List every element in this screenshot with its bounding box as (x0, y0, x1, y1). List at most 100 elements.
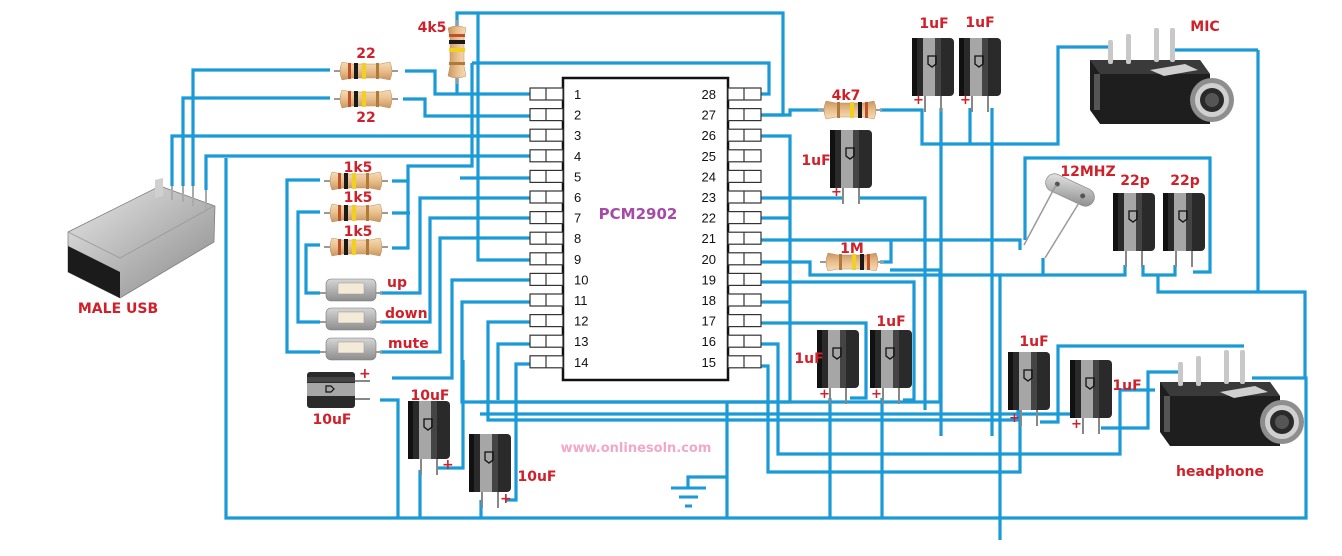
button-mute-label: mute (388, 336, 429, 352)
wire-21-1m (760, 238, 1022, 264)
capacitor-10uf-a: + 10uF (407, 388, 454, 476)
chip-pin-right-18: 18 (702, 293, 762, 308)
chip-pin-label: 17 (702, 314, 716, 329)
chip-pin-label: 23 (702, 190, 716, 205)
chip-pin-left-3: 3 (529, 128, 581, 143)
wire-19 (760, 280, 916, 402)
chip-pin-label: 3 (574, 128, 581, 143)
wire-gnd-bus-left (224, 158, 1308, 520)
resistor-22-bottom: 22 (333, 89, 399, 126)
chip-pin-label: 26 (702, 128, 716, 143)
capacitor-1uf-top-1: + 1uF (911, 16, 955, 113)
resistor-1m: 1M (819, 241, 885, 272)
resistor-22-bottom-label: 22 (356, 110, 375, 126)
capacitor-22p-a-label: 22p (1120, 173, 1150, 189)
button-up: up (319, 275, 407, 302)
capacitor-1uf-hp-1: + 1uF (1007, 334, 1051, 427)
wire-usb-pin3 (170, 134, 530, 186)
chip-pin-label: 16 (702, 334, 716, 349)
resistor-1k5-b: 1k5 (323, 190, 389, 223)
capacitor-1uf-top-2-label: 1uF (965, 15, 994, 31)
chip-pin-label: 10 (574, 272, 588, 287)
capacitor-1uf-top-2: + 1uF (958, 15, 1002, 113)
crystal-12mhz: 12MHZ (1023, 164, 1116, 259)
wire-10uf-a-plus (438, 360, 465, 470)
chip-pin-label: 12 (574, 314, 588, 329)
chip-pin-label: 6 (574, 190, 581, 205)
wire-28 (472, 61, 771, 96)
chip-pin-label: 11 (574, 293, 588, 308)
chip-pin-left-14: 14 (529, 355, 588, 370)
chip-pin-label: 4 (574, 149, 581, 164)
chip-pin-label: 9 (574, 252, 581, 267)
resistor-4k5: 4k5 (418, 19, 467, 85)
chip-pin-left-11: 11 (529, 293, 588, 308)
wire-1k5-right (392, 179, 410, 250)
chip-pin-right-23: 23 (702, 190, 762, 205)
wire-472-down (406, 63, 474, 182)
button-up-label: up (387, 275, 407, 291)
chip-pin-right-26: 26 (702, 128, 762, 143)
chip-pin-label: 8 (574, 231, 581, 246)
wire-1uf-mid-neg (860, 196, 927, 410)
resistor-22-top: 22 (333, 46, 399, 81)
resistor-1m-label: 1M (840, 241, 864, 257)
resistor-22-top-label: 22 (356, 46, 375, 62)
resistor-4k5-label: 4k5 (418, 20, 447, 36)
chip-pin-label: 25 (702, 149, 716, 164)
ground-icon (671, 486, 706, 508)
wire-16 (760, 342, 1155, 456)
button-mute: mute (319, 336, 429, 361)
chip-pin-label: 27 (702, 108, 716, 123)
capacitor-10uf-b: + 10uF (468, 433, 557, 509)
chip-pin-left-7: 7 (529, 211, 581, 226)
wire-22p-to-hp (1156, 48, 1307, 378)
capacitor-10uf-horizontal: + 10uF (307, 366, 371, 428)
chip-pin-right-28: 28 (702, 87, 762, 102)
wire-down-pin7 (380, 216, 530, 324)
wire-up-pin6 (380, 196, 530, 295)
capacitor-1uf-hp-2: + 1uF (1069, 359, 1142, 435)
resistor-1k5-b-label: 1k5 (344, 190, 373, 206)
chip-pin-left-1: 1 (529, 87, 581, 102)
resistor-1k5-c-label: 1k5 (344, 224, 373, 240)
chip-name-label: PCM2902 (599, 205, 678, 223)
wire-27-4k7 (760, 108, 830, 117)
wire-22b-pin2 (403, 97, 530, 118)
button-down: down (319, 306, 428, 331)
usb-connector: MALE USB (16, 178, 216, 317)
crystal-label: 12MHZ (1060, 164, 1115, 180)
capacitor-1uf-hp-2-label: 1uF (1112, 378, 1141, 394)
chip-pin-label: 18 (702, 293, 716, 308)
capacitor-1uf-hp-1-label: 1uF (1019, 334, 1048, 350)
chip-pin-right-21: 21 (702, 231, 762, 246)
chip-pin-right-15: 15 (702, 355, 762, 370)
capacitor-22p-b: 22p (1162, 173, 1206, 268)
chip-pin-label: 20 (702, 252, 716, 267)
chip-pin-left-12: 12 (529, 314, 588, 329)
chip-pin-label: 19 (702, 272, 716, 287)
chip-pin-label: 5 (574, 169, 581, 184)
chip-pin-right-19: 19 (702, 272, 762, 287)
chip-pin-left-5: 5 (529, 169, 581, 184)
button-down-label: down (385, 306, 428, 322)
capacitor-1uf-low-2: + 1uF (869, 314, 913, 405)
chip-pin-left-6: 6 (529, 190, 581, 205)
headphone-jack-label: headphone (1176, 464, 1264, 480)
wire-usb-gnd (204, 154, 530, 190)
chip-pin-label: 22 (702, 211, 716, 226)
capacitor-1uf-hp-1-plus: + (1009, 411, 1020, 426)
resistor-4k7-label: 4k7 (832, 88, 861, 104)
mic-jack-label: MIC (1190, 19, 1219, 35)
chip-pin-label: 21 (702, 231, 716, 246)
capacitor-10uf-b-label: 10uF (517, 469, 556, 485)
capacitor-10uf-b-plus: + (500, 491, 512, 507)
resistor-1k5-a: 1k5 (323, 160, 389, 191)
wire-network (170, 11, 1308, 540)
wire-pin13 (496, 342, 530, 400)
wire-1uf-top-neg (939, 108, 994, 436)
wire-1k5b-left (296, 210, 320, 324)
wire-gnd-symbol-drop (686, 402, 729, 518)
capacitor-1uf-low-2-plus: + (871, 387, 882, 402)
capacitor-10uf-a-label: 10uF (410, 388, 449, 404)
